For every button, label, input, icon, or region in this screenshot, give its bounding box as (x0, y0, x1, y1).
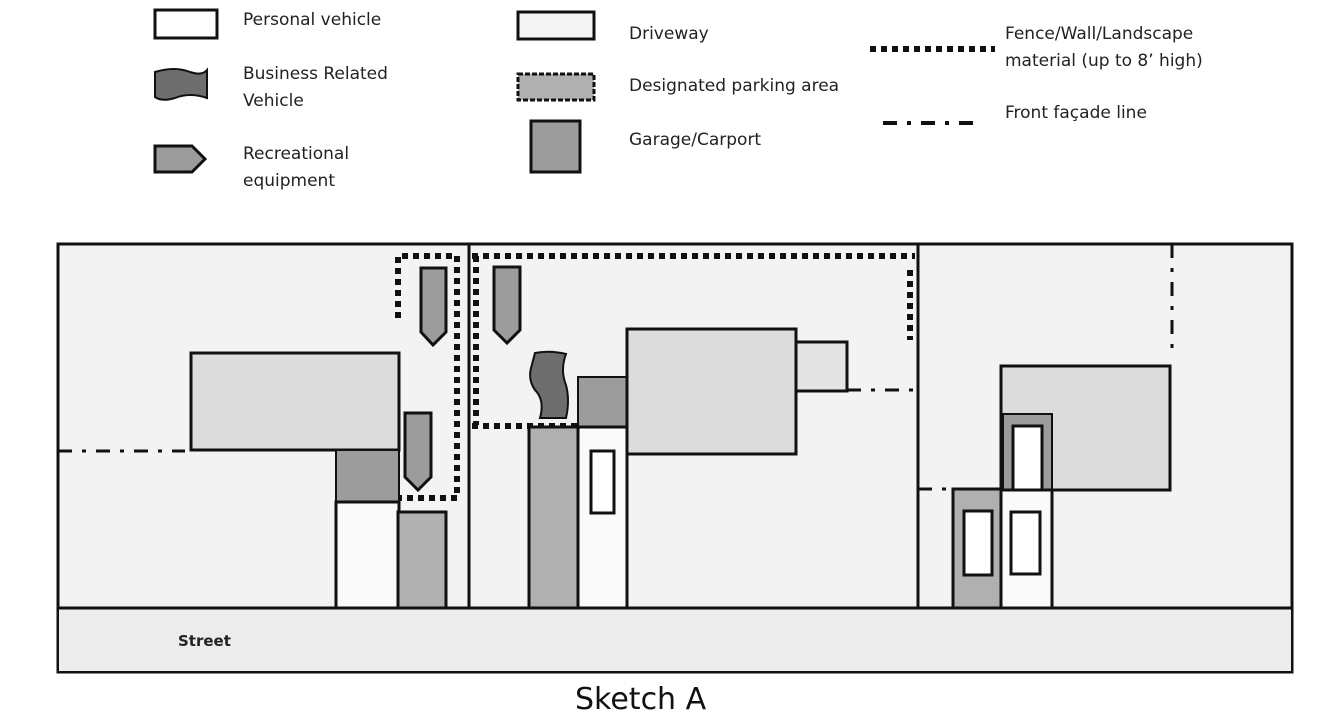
personal-vehicle (1009, 510, 1042, 576)
legend-personal-vehicle-label: Personal vehicle (243, 10, 382, 30)
personal-vehicle (589, 449, 616, 515)
fence (395, 253, 460, 501)
legend-driveway-icon (516, 10, 596, 41)
parking-area (396, 510, 448, 610)
street-label: Street (178, 632, 231, 650)
street-area (59, 608, 1291, 671)
legend-parking-label: Designated parking area (629, 76, 840, 96)
recreational-equipment (419, 266, 448, 348)
fence (472, 253, 915, 429)
legend-recreational-label: Recreational equipment (243, 144, 350, 191)
sketch-title: Sketch A (575, 682, 707, 717)
house (625, 327, 798, 456)
business-vehicle (529, 350, 569, 419)
recreational-equipment (492, 265, 522, 346)
legend-business-vehicle-label: Business Related Vehicle (243, 64, 388, 111)
garage (577, 376, 628, 428)
house (189, 351, 401, 452)
legend-fence-label: Fence/Wall/Landscape material (up to 8’ … (1005, 24, 1203, 71)
garage (335, 449, 400, 503)
legend-parking-icon (516, 72, 596, 102)
personal-vehicle (1011, 424, 1044, 492)
legend-business-vehicle-icon (154, 67, 208, 101)
legend-personal-vehicle-icon (153, 8, 219, 40)
legend-garage-icon (529, 119, 582, 174)
driveway (334, 500, 401, 610)
legend-garage-label: Garage/Carport (629, 130, 762, 150)
parking-area (527, 425, 580, 610)
legend-recreational-icon (153, 144, 208, 174)
house-annex (794, 340, 849, 393)
legend-driveway-label: Driveway (629, 24, 709, 44)
personal-vehicle (962, 509, 994, 577)
legend-facade-label: Front façade line (1005, 103, 1147, 123)
recreational-equipment (403, 411, 433, 493)
